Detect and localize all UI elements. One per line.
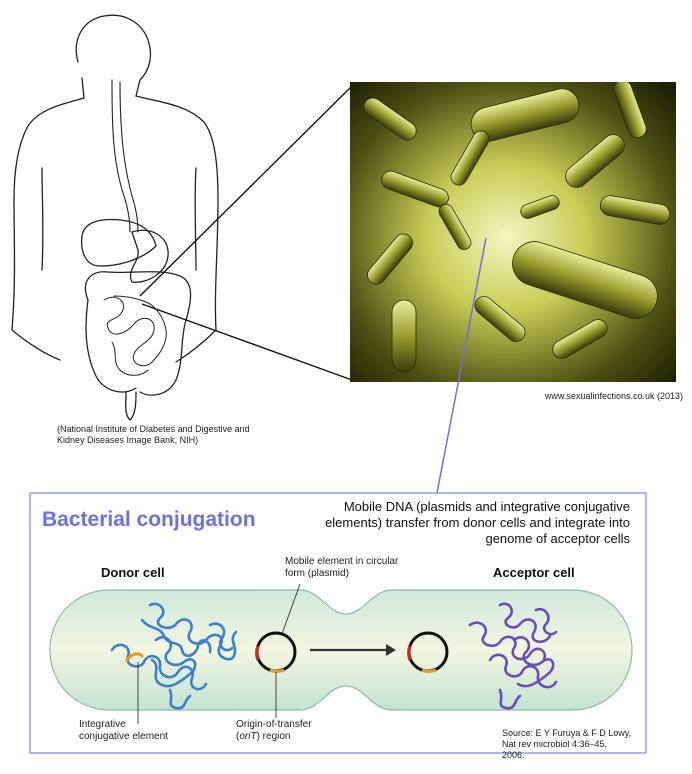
- bacterium-rod: [391, 299, 417, 373]
- bacterium-rod: [438, 204, 472, 250]
- bacterium-rod: [474, 296, 526, 342]
- orit-annotation-line1: Origin-of-transfer: [236, 719, 312, 730]
- bacterium-rod: [552, 319, 608, 359]
- rectum: [125, 391, 137, 421]
- bacterium-rod: [520, 195, 560, 219]
- stomach: [129, 229, 169, 283]
- bacteria-photo: [350, 82, 676, 382]
- torso-left-outline: [11, 97, 85, 331]
- torso-right-outline: [135, 95, 219, 331]
- bacterium-rod: [512, 241, 658, 319]
- liver: [80, 218, 157, 267]
- bacterium-rod: [470, 88, 580, 142]
- large-intestine: [84, 271, 192, 396]
- arm-right-inner: [194, 167, 197, 271]
- photo-caption: www.sexualinfections.co.uk (2013): [544, 391, 683, 401]
- integrative-element-annotation: Integrative conjugative element: [79, 719, 209, 743]
- callout-line-top: [139, 85, 353, 297]
- torso-image-caption: (National Institute of Diabetes and Dige…: [57, 424, 250, 445]
- neck-left: [81, 77, 85, 99]
- arm-left-inner: [41, 167, 44, 271]
- transfer-arrow: [310, 644, 396, 656]
- orit-term: oriT: [239, 731, 257, 742]
- source-citation: Source: E Y Furuya & F D Lowy, Nat rev m…: [502, 728, 632, 761]
- orit-annotation: Origin-of-transfer (oriT) region: [236, 719, 376, 743]
- bacterium-rod: [367, 233, 413, 285]
- esophagus: [111, 79, 131, 233]
- orit-annotation-line2: (oriT) region: [236, 731, 376, 743]
- callout-line-bottom: [141, 303, 353, 381]
- acceptor-cell-label: Acceptor cell: [493, 565, 575, 580]
- small-intestine: [103, 295, 167, 367]
- integrative-annotation-line1: Integrative: [79, 719, 126, 730]
- human-torso-illustration: [11, 14, 219, 421]
- source-line1: Source: E Y Furuya & F D Lowy,: [502, 728, 632, 738]
- panel-description: Mobile DNA (plasmids and integrative con…: [325, 499, 630, 546]
- integrative-annotation-line2: conjugative element: [79, 731, 168, 742]
- pointer-line: [436, 237, 487, 494]
- bacterium-rod: [363, 97, 417, 141]
- pelvis-left: [11, 329, 61, 361]
- esophagus-inner: [119, 81, 139, 233]
- orit-paren-close: ) region: [256, 731, 291, 742]
- donor-chromosome: [110, 602, 238, 710]
- acceptor-chromosome: [468, 602, 558, 710]
- donor-plasmid: [255, 631, 297, 673]
- bacterium-rod: [450, 130, 490, 186]
- integrative-element-mark: [125, 652, 144, 662]
- donor-cell-label: Donor cell: [101, 565, 165, 580]
- mobile-element-leader: [281, 583, 301, 635]
- panel-title: Bacterial conjugation: [42, 508, 256, 531]
- orit-paren-open: (: [236, 731, 240, 742]
- head-outline: [75, 14, 152, 97]
- large-intestine-left: [85, 299, 137, 393]
- acceptor-plasmid: [407, 631, 449, 673]
- mobile-element-annotation: Mobile element in circular form (plasmid…: [285, 556, 399, 579]
- bacterium-rod: [565, 134, 625, 188]
- bacterium-rod: [599, 195, 671, 225]
- bacterium-rod: [381, 170, 449, 208]
- pelvis-right: [175, 329, 217, 363]
- bacterium-rod: [613, 82, 647, 139]
- small-intestine-2: [111, 341, 149, 376]
- source-line2: Nat rev microbiol 4:36–45, 2006.: [502, 739, 608, 760]
